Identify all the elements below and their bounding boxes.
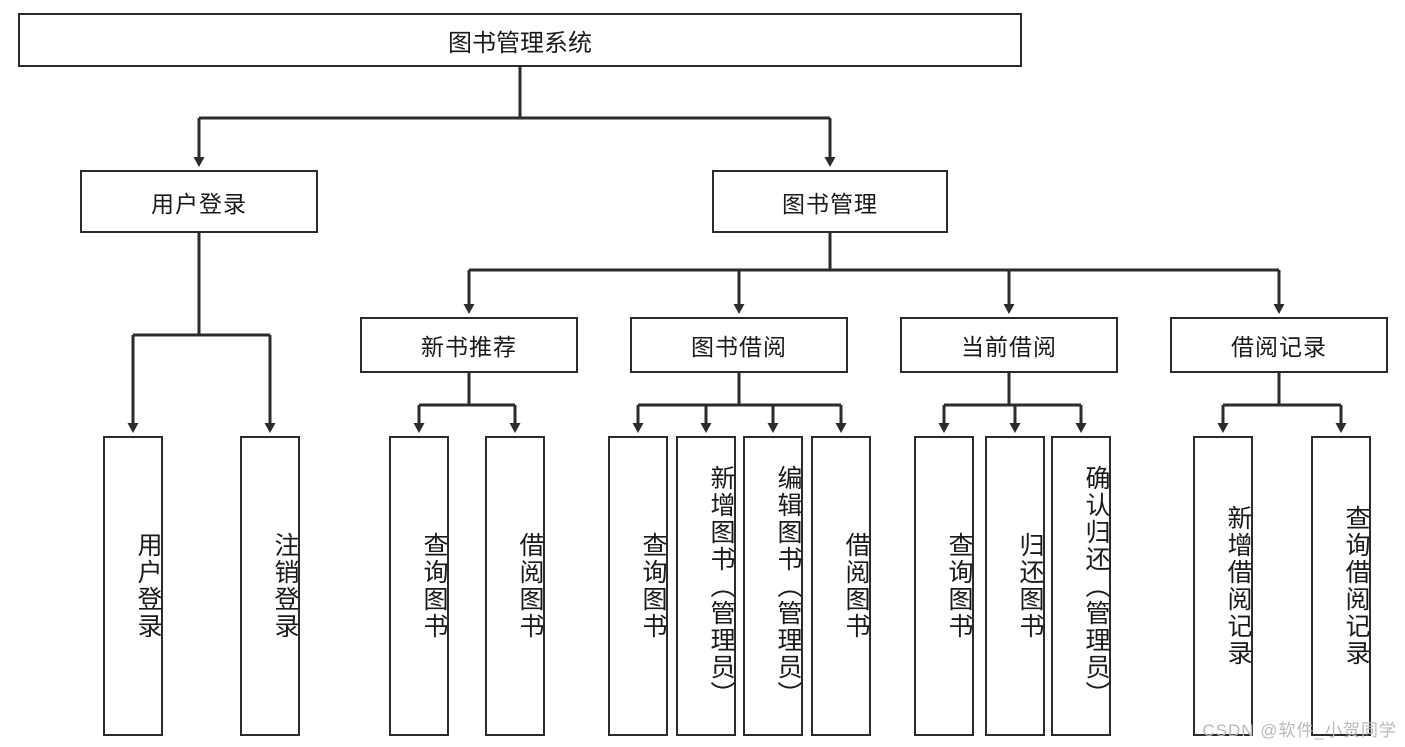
leaf-borrow-record-query-record[interactable]: 查询借阅记录 [1311,436,1371,736]
node-label: 图书借阅 [691,334,787,360]
leaf-new-book-query-book[interactable]: 查询图书 [389,436,449,736]
node-new-book-recommend[interactable]: 新书推荐 [360,317,578,373]
node-label: 借阅图书 [516,532,544,640]
leaf-current-borrow-query-book[interactable]: 查询图书 [914,436,974,736]
leaf-new-book-borrow-book[interactable]: 借阅图书 [485,436,545,736]
leaf-book-borrow-add-book-admin[interactable]: 新增图书（管理员） [676,436,736,736]
node-root-system[interactable]: 图书管理系统 [18,13,1022,67]
node-label: 查询图书 [639,532,667,640]
leaf-book-borrow-borrow-book[interactable]: 借阅图书 [811,436,871,736]
node-label: 借阅记录 [1231,334,1327,360]
node-borrow-record[interactable]: 借阅记录 [1170,317,1388,373]
leaf-user-login-login[interactable]: 用户登录 [103,436,163,736]
node-label: 查询图书 [945,532,973,640]
leaf-current-borrow-confirm-return-admin[interactable]: 确认归还（管理员） [1051,436,1111,736]
node-current-borrow[interactable]: 当前借阅 [900,317,1118,373]
node-label: 新增借阅记录 [1224,505,1252,667]
leaf-book-borrow-query-book[interactable]: 查询图书 [608,436,668,736]
leaf-current-borrow-return-book[interactable]: 归还图书 [985,436,1045,736]
node-label: 查询图书 [420,532,448,640]
node-label: 查询借阅记录 [1342,505,1370,667]
node-label: 确认归还（管理员） [1082,464,1110,708]
node-label: 图书管理 [782,190,878,217]
node-label: 归还图书 [1016,532,1044,640]
csdn-watermark: CSDN @软件_小贺同学 [1202,721,1397,740]
node-label: 借阅图书 [842,532,870,640]
node-label: 编辑图书（管理员） [774,464,802,708]
node-label: 当前借阅 [961,334,1057,360]
node-label: 注销登录 [271,532,299,640]
leaf-book-borrow-edit-book-admin[interactable]: 编辑图书（管理员） [743,436,803,736]
node-user-login[interactable]: 用户登录 [80,170,318,233]
leaf-borrow-record-add-record[interactable]: 新增借阅记录 [1193,436,1253,736]
node-label: 新书推荐 [421,334,517,360]
node-label: 新增图书（管理员） [707,464,735,708]
leaf-user-login-logout[interactable]: 注销登录 [240,436,300,736]
node-book-management[interactable]: 图书管理 [712,170,948,233]
node-label: 用户登录 [151,190,247,217]
node-book-borrow[interactable]: 图书借阅 [630,317,848,373]
node-label: 图书管理系统 [448,29,592,57]
node-label: 用户登录 [134,532,162,640]
